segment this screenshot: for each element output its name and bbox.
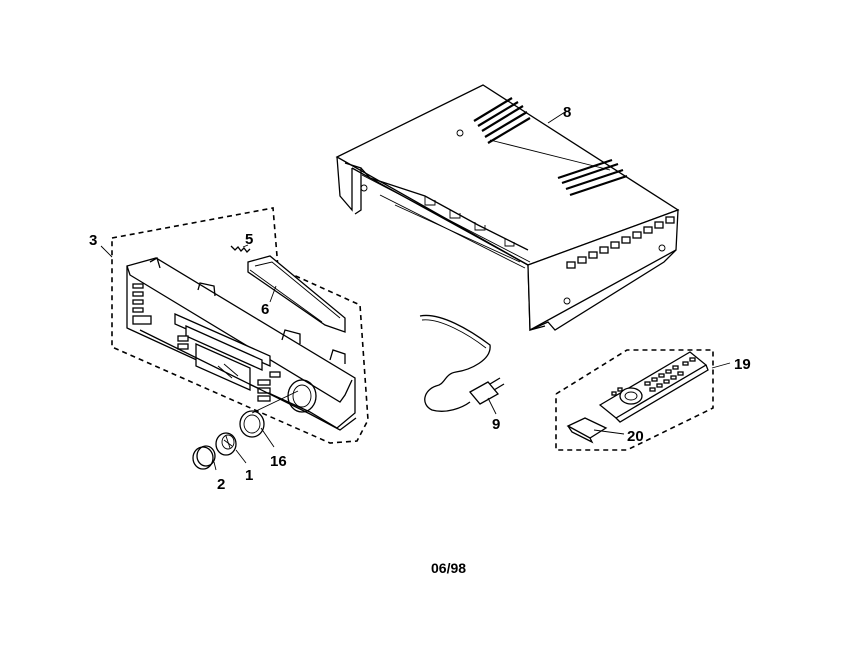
cover-vents-side [566, 216, 675, 269]
callout-2: 2 [217, 476, 225, 493]
knob-cap-part-2 [192, 445, 217, 471]
top-cover-part-8 [335, 84, 680, 332]
callout-6: 6 [261, 301, 269, 318]
callout-16: 16 [270, 453, 287, 470]
front-panel-assembly-part-3 [111, 207, 369, 444]
cover-vents-top [473, 97, 628, 197]
remote-buttons [611, 357, 696, 396]
callout-8: 8 [563, 104, 571, 121]
power-cord-part-9 [419, 314, 505, 415]
knob-part-1 [215, 432, 247, 464]
callout-5: 5 [245, 231, 253, 248]
battery-cover-part-20 [566, 417, 625, 444]
callout-20: 20 [627, 428, 644, 445]
remote-control-assembly-part-19 [555, 349, 731, 451]
ring-part-16 [239, 390, 299, 448]
callout-1: 1 [245, 467, 253, 484]
date-code: 06/98 [431, 560, 467, 576]
callout-3: 3 [89, 232, 97, 249]
callout-19: 19 [734, 356, 751, 373]
callout-9: 9 [492, 416, 500, 433]
bracket-part-6 [247, 255, 346, 333]
spring-part-5 [230, 244, 251, 253]
